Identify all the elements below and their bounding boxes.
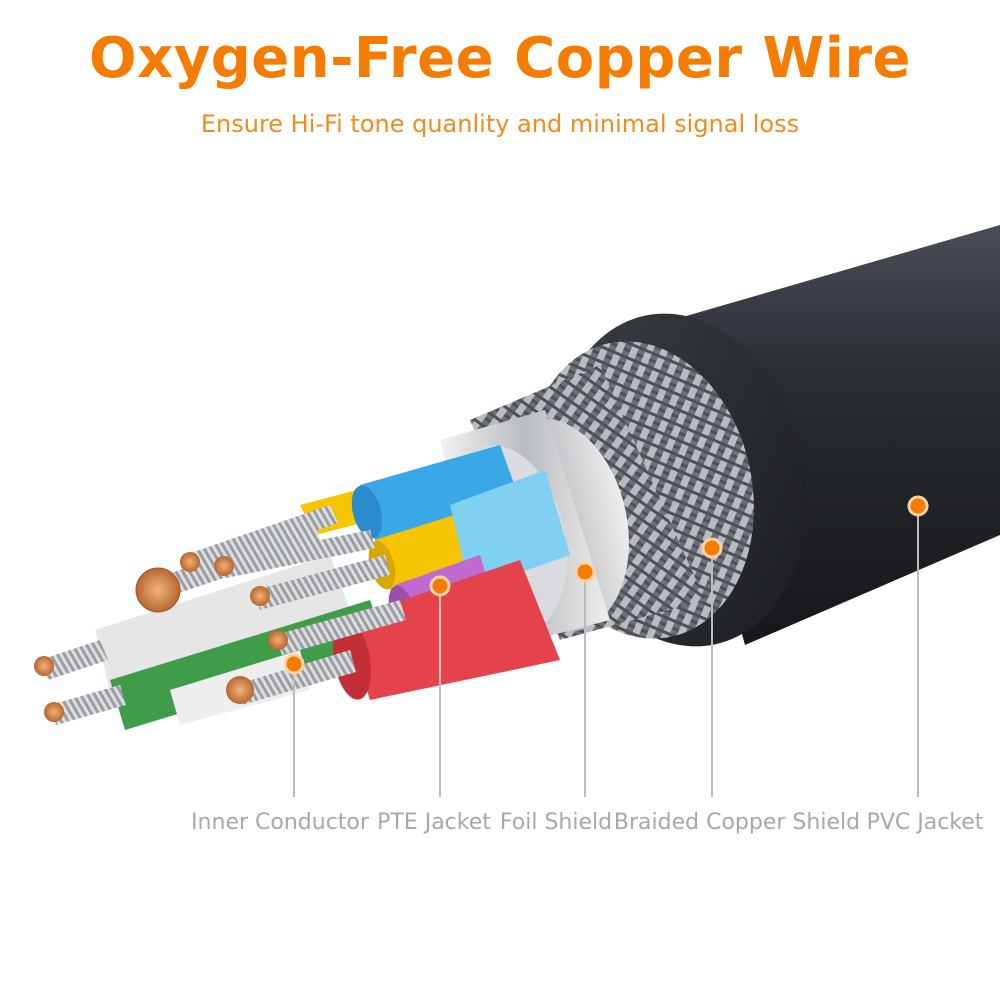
callout-leaders: [293, 506, 919, 797]
label-pvc-jacket: PVC Jacket: [866, 810, 984, 835]
marker-pvc-jacket: [907, 495, 929, 517]
label-foil-shield: Foil Shield: [499, 810, 613, 835]
stranded-conductors: [34, 505, 406, 725]
page-title: Oxygen-Free Copper Wire: [88, 26, 912, 91]
label-braided-copper-shield: Braided Copper Shield: [613, 810, 861, 835]
marker-inner-conductor: [283, 653, 305, 675]
label-inner-conductor: Inner Conductor: [191, 810, 369, 835]
callout-markers: [283, 495, 929, 675]
marker-foil-shield: [574, 561, 596, 583]
marker-pte-jacket: [429, 575, 451, 597]
marker-braided-copper-shield: [701, 537, 723, 559]
page-subtitle: Ensure Hi-Fi tone quanlity and minimal s…: [200, 110, 800, 138]
label-pte-jacket: PTE Jacket: [377, 810, 491, 835]
